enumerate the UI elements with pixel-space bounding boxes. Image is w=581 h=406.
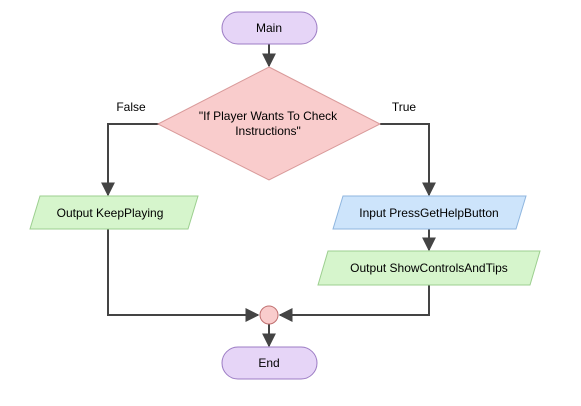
end-node: End <box>221 346 318 380</box>
output-true-node: Output ShowControlsAndTips <box>317 250 541 286</box>
output-false-node: Output KeepPlaying <box>29 195 199 230</box>
decision-label-line2: Instructions" <box>235 124 301 138</box>
false-branch-label: False <box>116 100 146 114</box>
edge-decision-false <box>101 123 160 197</box>
input-true-label: Input PressGetHelpButton <box>359 206 498 220</box>
start-terminal-shape <box>221 11 318 45</box>
decision-label-line1: "If Player Wants To Check <box>199 109 338 123</box>
input-true-node: Input PressGetHelpButton <box>332 195 527 230</box>
output-true-parallelogram <box>317 250 541 286</box>
decision-diamond-shape <box>156 66 382 181</box>
output-true-label: Output ShowControlsAndTips <box>350 261 508 275</box>
end-terminal-shape <box>221 346 318 380</box>
input-true-parallelogram <box>332 195 527 230</box>
edges <box>101 44 436 348</box>
end-label: End <box>258 356 279 370</box>
start-label: Main <box>256 21 282 35</box>
edge-output-false-to-connector <box>107 229 260 322</box>
decision-node: "If Player Wants To Check Instructions" <box>156 66 382 181</box>
merge-connector <box>259 305 279 325</box>
true-branch-label: True <box>392 100 417 114</box>
output-false-parallelogram <box>29 195 199 230</box>
start-node: Main <box>221 11 318 45</box>
edge-output-true-to-connector <box>278 285 430 322</box>
edge-decision-true <box>380 123 436 197</box>
output-false-label: Output KeepPlaying <box>57 206 164 220</box>
